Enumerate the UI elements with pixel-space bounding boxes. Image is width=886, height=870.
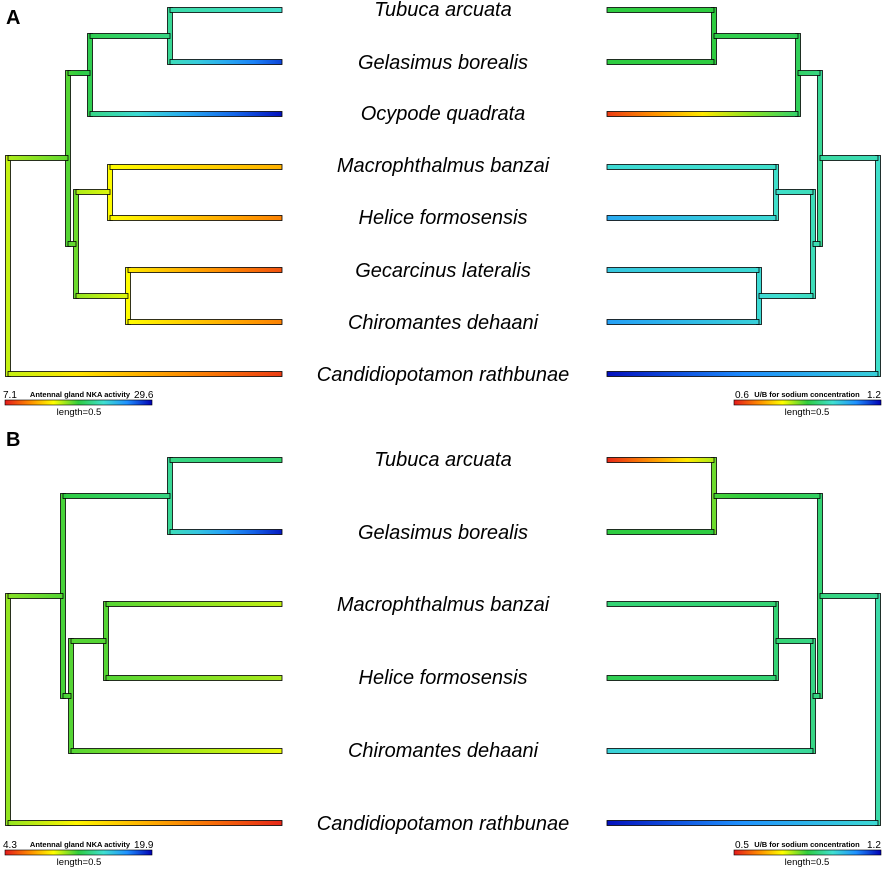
legend-max: 29.6 xyxy=(134,390,154,401)
legend-title: U/B for sodium concentration xyxy=(754,840,860,849)
branch-horizontal xyxy=(62,693,72,699)
branch-horizontal xyxy=(70,748,283,754)
branch-horizontal xyxy=(109,215,283,221)
legend-min: 4.3 xyxy=(3,840,17,851)
color-ramp xyxy=(4,399,153,406)
branch-vertical xyxy=(875,155,881,377)
branch-horizontal xyxy=(169,7,283,13)
taxon-label: Macrophthalmus banzai xyxy=(337,594,550,616)
branch-horizontal xyxy=(89,111,283,117)
branch-horizontal xyxy=(775,638,814,644)
taxon-label: Helice formosensis xyxy=(359,667,528,689)
branch-horizontal xyxy=(606,601,777,607)
taxon-label: Gecarcinus lateralis xyxy=(355,260,531,282)
legend-min: 0.6 xyxy=(735,390,749,401)
branch-horizontal xyxy=(758,293,814,299)
color-ramp xyxy=(4,849,153,856)
taxon-label: Chiromantes dehaani xyxy=(348,312,539,334)
branch-horizontal xyxy=(127,267,283,273)
legend-min: 0.5 xyxy=(735,840,749,851)
branch-vertical xyxy=(5,155,11,377)
branch-horizontal xyxy=(105,601,283,607)
branch-horizontal xyxy=(70,638,107,644)
legend-length: length=0.5 xyxy=(785,407,830,418)
branch-horizontal xyxy=(606,7,715,13)
branch-horizontal xyxy=(62,493,171,499)
legend-title: U/B for sodium concentration xyxy=(754,390,860,399)
branch-horizontal xyxy=(819,593,879,599)
branch-horizontal xyxy=(127,319,283,325)
branch-horizontal xyxy=(713,493,821,499)
branch-horizontal xyxy=(169,457,283,463)
taxa-labels-a: Tubuca arcuata Gelasimus borealis Ocypod… xyxy=(317,0,569,386)
branch-horizontal xyxy=(105,675,283,681)
branch-horizontal xyxy=(75,189,111,195)
legend-length: length=0.5 xyxy=(57,407,102,418)
branch-horizontal xyxy=(7,371,283,377)
branch-vertical xyxy=(875,593,881,826)
taxon-label: Ocypode quadrata xyxy=(361,103,526,125)
branch-horizontal xyxy=(606,215,777,221)
branch-horizontal xyxy=(606,319,760,325)
branch-horizontal xyxy=(109,164,283,170)
branch-horizontal xyxy=(67,70,91,76)
branch-horizontal xyxy=(89,33,171,39)
taxon-label: Tubuca arcuata xyxy=(374,449,512,471)
tree-branches xyxy=(5,7,881,826)
legend-right-b: 0.5 U/B for sodium concentration 1.2 len… xyxy=(733,840,882,868)
branch-horizontal xyxy=(7,820,283,826)
branch-horizontal xyxy=(606,675,777,681)
taxon-label: Candidiopotamon rathbunae xyxy=(317,364,569,386)
legend-max: 1.2 xyxy=(867,840,881,851)
legend-left-a: 7.1 Antennal gland NKA activity 29.6 len… xyxy=(3,390,154,418)
branch-horizontal xyxy=(812,241,821,247)
legend-length: length=0.5 xyxy=(785,857,830,868)
branch-horizontal xyxy=(797,70,821,76)
branch-horizontal xyxy=(75,293,129,299)
branch-horizontal xyxy=(606,748,814,754)
legend-max: 19.9 xyxy=(134,840,154,851)
taxon-label: Macrophthalmus banzai xyxy=(337,155,550,177)
legend-left-b: 4.3 Antennal gland NKA activity 19.9 len… xyxy=(3,840,154,868)
panel-letter-a: A xyxy=(6,7,20,29)
branch-horizontal xyxy=(169,59,283,65)
branch-horizontal xyxy=(606,267,760,273)
branch-horizontal xyxy=(775,189,814,195)
taxon-label: Gelasimus borealis xyxy=(358,52,528,74)
legend-title: Antennal gland NKA activity xyxy=(30,840,131,849)
branch-horizontal xyxy=(606,164,777,170)
color-ramp xyxy=(733,399,882,406)
branch-horizontal xyxy=(819,155,879,161)
legend-length: length=0.5 xyxy=(57,857,102,868)
taxon-label: Gelasimus borealis xyxy=(358,522,528,544)
panel-letter-b: B xyxy=(6,429,20,451)
branch-horizontal xyxy=(606,820,879,826)
branch-horizontal xyxy=(7,155,69,161)
branch-horizontal xyxy=(606,111,799,117)
branch-horizontal xyxy=(812,693,821,699)
branch-horizontal xyxy=(606,457,715,463)
taxon-label: Candidiopotamon rathbunae xyxy=(317,813,569,835)
branch-horizontal xyxy=(606,59,715,65)
legend-max: 1.2 xyxy=(867,390,881,401)
branch-horizontal xyxy=(606,371,879,377)
branch-horizontal xyxy=(7,593,64,599)
legend-title: Antennal gland NKA activity xyxy=(30,390,131,399)
legend-right-a: 0.6 U/B for sodium concentration 1.2 len… xyxy=(733,390,882,418)
branch-horizontal xyxy=(169,529,283,535)
branch-horizontal xyxy=(713,33,799,39)
taxon-label: Helice formosensis xyxy=(359,207,528,229)
branch-vertical xyxy=(5,593,11,826)
color-ramp xyxy=(733,849,882,856)
taxon-label: Tubuca arcuata xyxy=(374,0,512,21)
branch-horizontal xyxy=(606,529,715,535)
branch-horizontal xyxy=(67,241,77,247)
taxa-labels-b: Tubuca arcuata Gelasimus borealis Macrop… xyxy=(317,449,569,835)
legend-min: 7.1 xyxy=(3,390,17,401)
taxon-label: Chiromantes dehaani xyxy=(348,740,539,762)
